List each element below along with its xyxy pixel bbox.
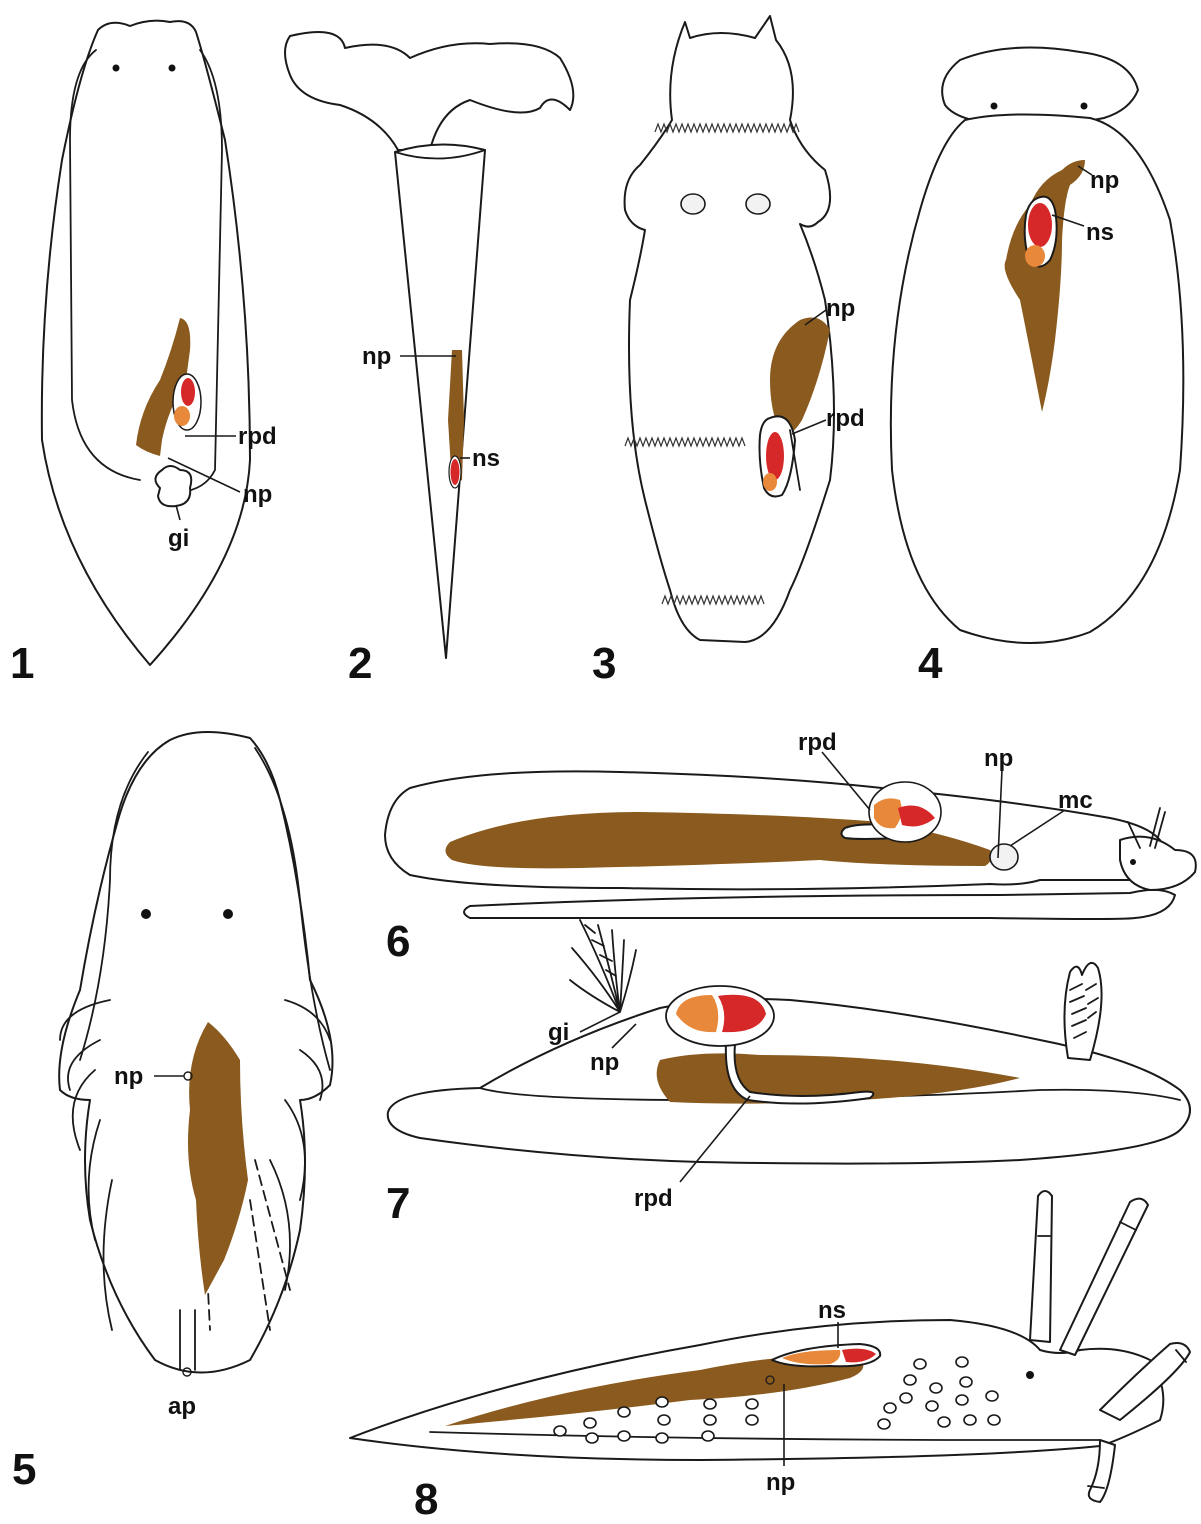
fig2-label-np: np [362, 343, 391, 370]
fig8-spot [926, 1401, 938, 1411]
fig8-number: 8 [414, 1475, 438, 1524]
fig8-spot [904, 1375, 916, 1385]
fig5-label-np: np [114, 1063, 143, 1090]
fig1-label-rpd: rpd [238, 423, 277, 450]
fig8-spot [704, 1415, 716, 1425]
fig6-eye [1130, 859, 1136, 865]
figure-6: rpd np mc 6 [385, 729, 1196, 966]
fig4-eye-right [1081, 103, 1088, 110]
fig6-mc [990, 844, 1018, 870]
fig4-head [942, 48, 1138, 125]
fig2-head-lobes [285, 32, 573, 150]
fig1-gland-orange [174, 406, 190, 426]
fig8-spot [986, 1391, 998, 1401]
fig1-gill [155, 466, 191, 506]
fig3-label-rpd: rpd [826, 405, 865, 432]
fig8-spot [930, 1383, 942, 1393]
fig8-label-ns: ns [818, 1297, 846, 1324]
fig7-label-np: np [590, 1049, 619, 1076]
fig7-label-rpd: rpd [634, 1185, 673, 1212]
fig4-eye-left [991, 103, 998, 110]
fig8-spot [878, 1419, 890, 1429]
fig8-spot [746, 1399, 758, 1409]
fig8-spot [618, 1407, 630, 1417]
fig1-number: 1 [10, 639, 34, 688]
fig4-label-np: np [1090, 167, 1119, 194]
fig7-label-gi: gi [548, 1019, 569, 1046]
fig8-label-np: np [766, 1469, 795, 1496]
fig5-eye-right [223, 909, 233, 919]
fig8-spot [702, 1431, 714, 1441]
fig4-number: 4 [918, 639, 943, 688]
figure-5: np ap 5 [12, 732, 333, 1494]
fig8-spot [554, 1426, 566, 1436]
figure-8: ns np 8 [350, 1191, 1190, 1524]
figure-2: np ns 2 [285, 32, 573, 688]
fig5-number: 5 [12, 1445, 36, 1494]
fig8-spot [964, 1415, 976, 1425]
fig1-eye-right [169, 65, 176, 72]
figure-7: gi np rpd 7 [386, 920, 1190, 1228]
fig8-spot [884, 1403, 896, 1413]
figure-1: rpd np gi 1 [10, 21, 277, 688]
fig1-eye-left [113, 65, 120, 72]
fig8-spot [584, 1418, 596, 1428]
fig8-spot [914, 1359, 926, 1369]
fig6-foot [464, 890, 1175, 919]
figure-4: np ns 4 [891, 48, 1184, 689]
fig1-label-gi: gi [168, 525, 189, 552]
fig8-spot [956, 1357, 968, 1367]
fig2-number: 2 [348, 639, 372, 688]
fig3-label-np: np [826, 295, 855, 322]
fig8-spot [658, 1415, 670, 1425]
fig8-eye [1026, 1371, 1034, 1379]
fig7-gill-tuft [570, 920, 636, 1012]
fig4-label-ns: ns [1086, 219, 1114, 246]
fig3-gland-orange [763, 473, 777, 491]
fig6-label-np: np [984, 745, 1013, 772]
fig8-spot [900, 1393, 912, 1403]
figure-3: np rpd 3 [592, 16, 865, 688]
fig3-spot-right [746, 194, 770, 214]
fig8-spot [618, 1431, 630, 1441]
fig6-label-rpd: rpd [798, 729, 837, 756]
fig8-spot [656, 1397, 668, 1407]
fig3-gland-red [766, 432, 784, 480]
fig1-label-np: np [243, 481, 272, 508]
fig3-number: 3 [592, 639, 616, 688]
fig6-label-mc: mc [1058, 787, 1093, 814]
fig8-spot [704, 1399, 716, 1409]
fig5-label-ap: ap [168, 1393, 196, 1420]
fig8-spot [988, 1415, 1000, 1425]
fig2-label-ns: ns [472, 445, 500, 472]
fig8-rhinophores [1030, 1191, 1148, 1355]
fig7-number: 7 [386, 1179, 410, 1228]
fig8-spot [586, 1433, 598, 1443]
fig8-spot [746, 1415, 758, 1425]
fig2-body-cone [395, 144, 485, 658]
fig3-spot-left [681, 194, 705, 214]
fig5-eye-left [141, 909, 151, 919]
fig2-gland-red [451, 459, 460, 485]
fig8-spot [938, 1417, 950, 1427]
fig8-spot [960, 1377, 972, 1387]
fig1-gland-red [181, 378, 195, 406]
fig4-gland-orange [1025, 245, 1045, 267]
fig8-spot [956, 1395, 968, 1405]
fig8-spot [656, 1433, 668, 1443]
fig4-gland-red [1028, 203, 1052, 247]
fig1-body-outline [42, 21, 250, 665]
fig6-number: 6 [386, 917, 410, 966]
